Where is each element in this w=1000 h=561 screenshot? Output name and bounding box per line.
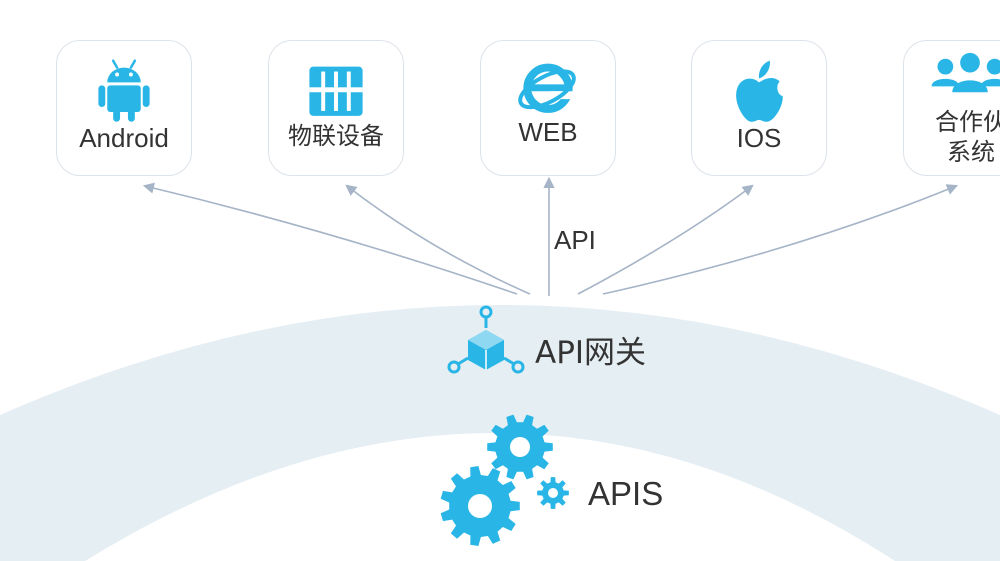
gear-hole bbox=[548, 488, 558, 498]
client-card-ios: IOS bbox=[691, 40, 827, 176]
gear-hole bbox=[468, 494, 492, 518]
android-icon bbox=[98, 59, 150, 122]
client-label-android: Android bbox=[79, 123, 169, 153]
arrow-to-iot-device bbox=[345, 184, 531, 295]
client-label-web: WEB bbox=[518, 117, 578, 147]
apple-icon bbox=[736, 60, 783, 122]
ie-browser-icon bbox=[518, 63, 576, 113]
gear-hole bbox=[510, 437, 530, 457]
iot-device-icon bbox=[309, 66, 363, 116]
api-edge-label: API bbox=[554, 225, 596, 255]
client-card-android: Android bbox=[56, 40, 192, 176]
client-card-partner-system: 合作伙 系统 bbox=[903, 40, 1000, 176]
arrow-to-android bbox=[142, 182, 518, 295]
client-label-partner-line-2: 系统 bbox=[947, 138, 995, 166]
client-card-web: WEB bbox=[480, 40, 616, 176]
gateway-label: API网关 bbox=[535, 335, 647, 371]
cube-hub-icon bbox=[447, 305, 525, 374]
apis-label: APIS bbox=[588, 475, 664, 512]
gears-icon bbox=[440, 414, 569, 546]
client-label-partner-line-1: 合作伙 bbox=[935, 108, 1000, 136]
partner-users-icon bbox=[931, 52, 1000, 93]
client-card-iot-device: 物联设备 bbox=[268, 40, 404, 176]
client-label-iot-device: 物联设备 bbox=[288, 122, 384, 150]
client-label-ios: IOS bbox=[736, 123, 782, 153]
arrow-to-ios bbox=[577, 184, 754, 295]
arrow-to-partner bbox=[602, 184, 959, 295]
